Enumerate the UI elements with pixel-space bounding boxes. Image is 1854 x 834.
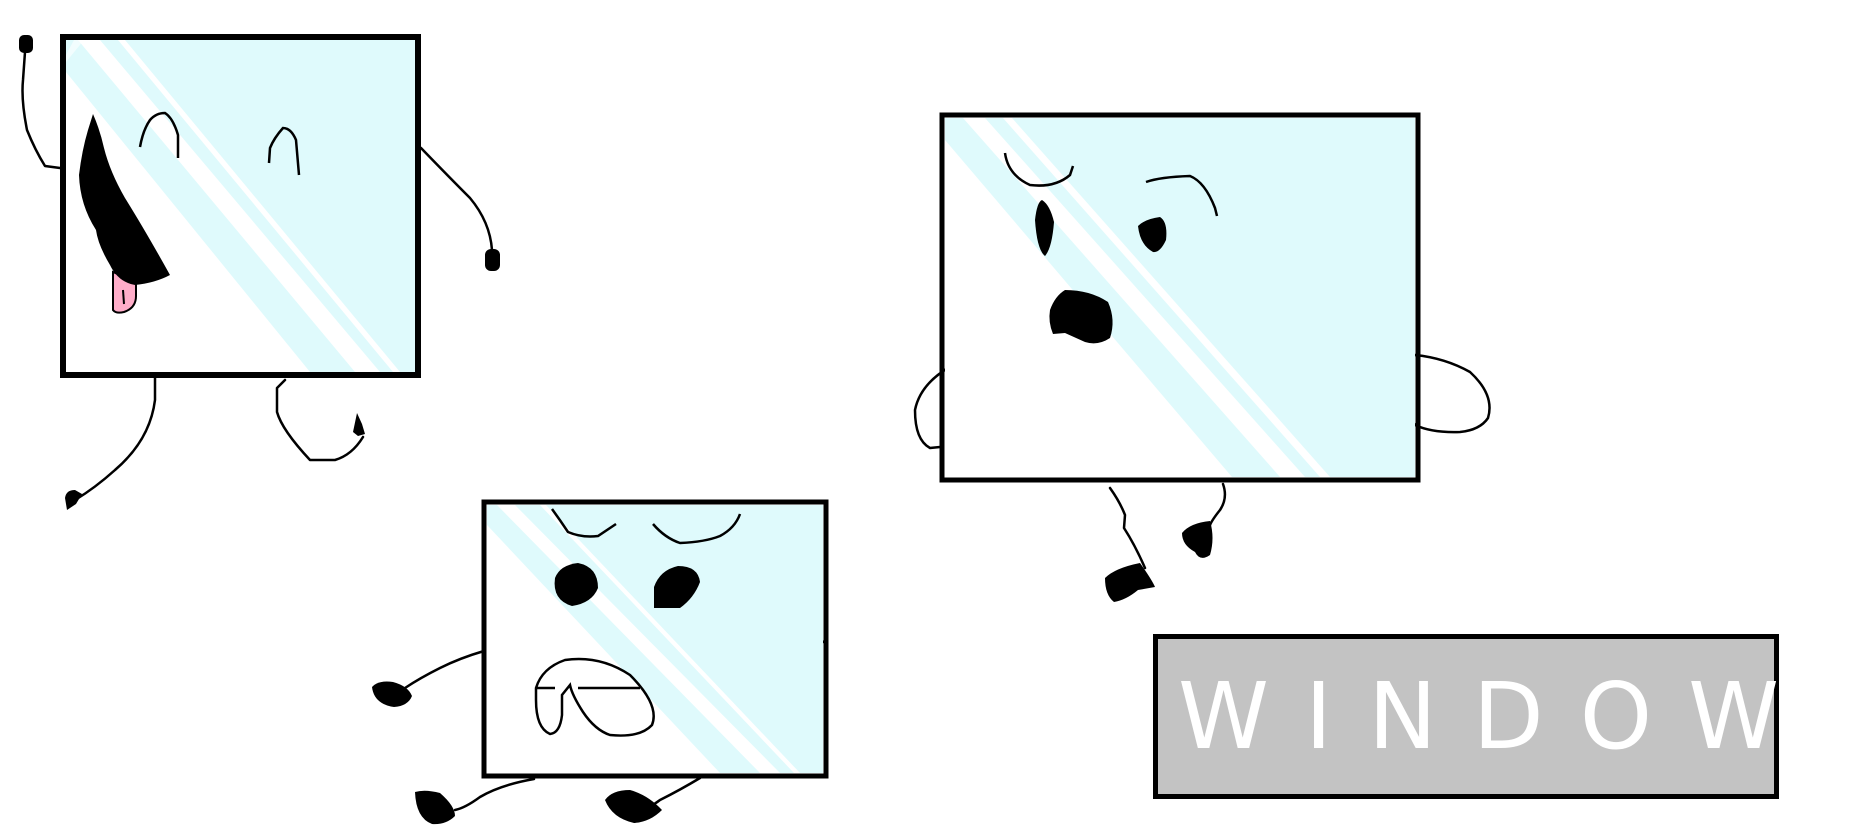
happy-window-limbs [21, 50, 494, 502]
happy-window-glass [66, 40, 415, 372]
right-foot [605, 790, 662, 823]
left-hand [19, 35, 33, 53]
sad-window-glass [487, 505, 823, 773]
right-eyebrow [1145, 174, 1219, 217]
window-label-text: WINDOW [1178, 662, 1816, 770]
left-leg [453, 777, 536, 812]
right-arm [419, 146, 494, 252]
left-foot [1105, 563, 1155, 602]
left-eyebrow [1003, 152, 1075, 187]
shocked-window-face [1003, 152, 1219, 344]
right-hand [485, 249, 500, 271]
left-leg [1108, 486, 1147, 570]
left-arm [21, 50, 62, 170]
happy-window-frame [60, 34, 421, 378]
happy-window-hands-feet [19, 35, 500, 510]
shocked-window-frame [939, 112, 1421, 483]
window-label-box: WINDOW [1153, 634, 1779, 799]
left-hand [372, 681, 412, 707]
right-eyebrow [652, 513, 742, 545]
left-foot [415, 790, 455, 825]
right-foot [1182, 521, 1213, 558]
right-leg [275, 378, 365, 462]
shocked-window-character [913, 112, 1491, 602]
tongue-line [122, 289, 125, 305]
right-foot [353, 413, 365, 436]
open-mouth [1049, 290, 1113, 344]
happy-window-face [79, 111, 301, 314]
sad-window-face [534, 508, 742, 737]
right-eye [1138, 217, 1167, 253]
sad-window-frame [481, 499, 829, 779]
open-mouth [79, 114, 170, 285]
happy-window-character [19, 34, 500, 510]
left-foot [65, 490, 82, 510]
left-arm-loop [913, 356, 1031, 450]
right-leg [1208, 482, 1227, 527]
left-eye [554, 563, 598, 606]
right-eye-arc [267, 126, 301, 176]
right-eye [654, 566, 700, 608]
left-leg [73, 376, 157, 502]
sad-window-character [372, 499, 829, 825]
shocked-window-glass [945, 118, 1415, 477]
left-eye-arc [138, 111, 180, 158]
frown-mouth [534, 657, 655, 737]
left-arm [403, 649, 486, 690]
left-eyebrow [550, 508, 617, 538]
left-eye [1035, 200, 1054, 256]
